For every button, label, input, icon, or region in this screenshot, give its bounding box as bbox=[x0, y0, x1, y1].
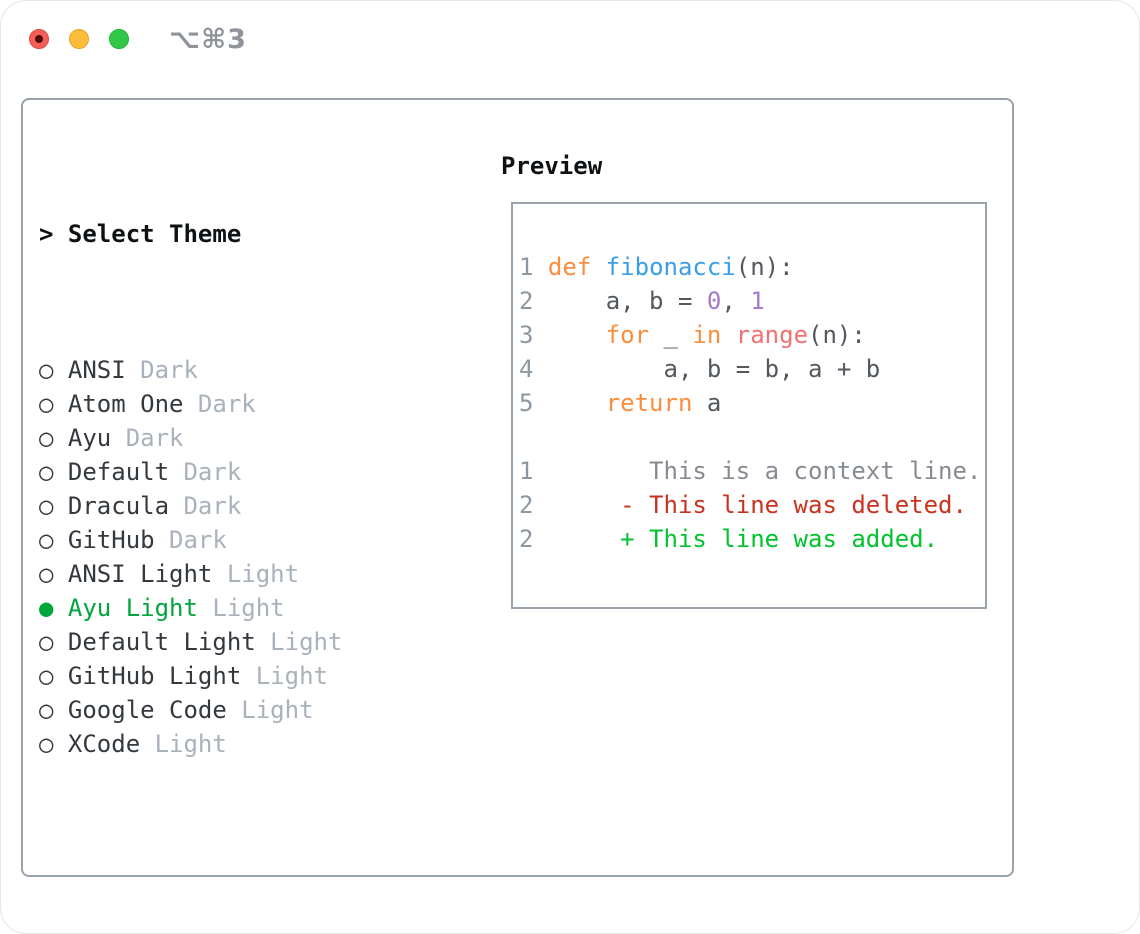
option-label: Dracula bbox=[67, 492, 170, 520]
theme-option[interactable]: ○ Ayu Dark bbox=[39, 421, 444, 455]
code-line: 5 return a bbox=[519, 389, 722, 417]
option-label: Ayu bbox=[67, 424, 112, 452]
radio-icon: ○ bbox=[39, 356, 54, 384]
option-variant-label: Dark bbox=[197, 390, 256, 418]
option-variant-label: Dark bbox=[140, 356, 198, 384]
radio-icon: ○ bbox=[39, 492, 54, 520]
theme-option[interactable]: ○ GitHub Light Light bbox=[39, 659, 444, 693]
option-label: GitHub bbox=[67, 526, 155, 554]
option-variant-label: Light bbox=[241, 696, 314, 724]
theme-option[interactable]: ○ Google Code Light bbox=[39, 693, 444, 727]
close-button[interactable] bbox=[29, 29, 49, 49]
radio-icon: ● bbox=[39, 594, 54, 622]
preview-title: Preview bbox=[501, 152, 603, 180]
theme-option[interactable]: ○ ANSI Light Light bbox=[39, 557, 444, 591]
radio-icon: ○ bbox=[39, 526, 54, 554]
radio-icon: ○ bbox=[39, 696, 54, 724]
theme-option[interactable]: ○ Default Dark bbox=[39, 455, 444, 489]
radio-icon: ○ bbox=[39, 424, 54, 452]
theme-option[interactable]: ○ Dracula Dark bbox=[39, 489, 444, 523]
blank-line bbox=[519, 420, 981, 454]
window-shortcut-label: ⌥⌘3 bbox=[169, 23, 247, 55]
theme-option[interactable]: ● Ayu Light Light bbox=[39, 591, 444, 625]
option-variant-label: Light bbox=[154, 730, 227, 758]
code-line: 1 def fibonacci(n): bbox=[519, 253, 794, 281]
select-theme-title: > Select Theme bbox=[39, 217, 444, 251]
theme-option[interactable]: ○ ANSI Dark bbox=[39, 353, 444, 387]
radio-icon: ○ bbox=[39, 628, 54, 656]
radio-icon: ○ bbox=[39, 458, 54, 486]
select-theme-title-label: Select Theme bbox=[67, 220, 242, 248]
code-line: 3 for _ in range(n): bbox=[519, 321, 866, 349]
option-label: Default bbox=[67, 458, 170, 486]
radio-icon: ○ bbox=[39, 662, 54, 690]
code-line: 2 a, b = 0, 1 bbox=[519, 287, 765, 315]
option-variant-label: Dark bbox=[183, 492, 242, 520]
option-label: Default Light bbox=[67, 628, 256, 656]
code-line: 2 + This line was added. bbox=[519, 525, 939, 553]
option-variant-label: Dark bbox=[169, 526, 227, 554]
option-variant-label: Light bbox=[212, 594, 285, 622]
option-variant-label: Dark bbox=[125, 424, 184, 452]
option-label: Ayu Light bbox=[67, 594, 198, 622]
option-label: GitHub Light bbox=[67, 662, 242, 690]
option-variant-label: Light bbox=[255, 662, 328, 690]
zoom-button[interactable] bbox=[109, 29, 129, 49]
spacer bbox=[39, 863, 444, 897]
radio-icon: ○ bbox=[39, 560, 54, 588]
option-label: Atom One bbox=[67, 390, 184, 418]
code-line: 2 - This line was deleted. bbox=[519, 491, 967, 519]
theme-option[interactable]: ○ XCode Light bbox=[39, 727, 444, 761]
radio-icon: ○ bbox=[39, 730, 54, 758]
code-line: 1 This is a context line. bbox=[519, 457, 982, 485]
focus-caret-icon: > bbox=[39, 220, 54, 248]
theme-option[interactable]: ○ Atom One Dark bbox=[39, 387, 444, 421]
unsaved-dot-icon bbox=[35, 35, 43, 43]
option-label: ANSI bbox=[67, 356, 126, 384]
option-label: Google Code bbox=[67, 696, 227, 724]
option-label: XCode bbox=[67, 730, 141, 758]
preview-box: 1 def fibonacci(n): 2 a, b = 0, 1 3 for _ … bbox=[511, 202, 987, 609]
option-variant-label: Dark bbox=[183, 458, 242, 486]
theme-option[interactable]: ○ Default Light Light bbox=[39, 625, 444, 659]
radio-icon: ○ bbox=[39, 390, 54, 418]
preview-code: 1 def fibonacci(n): 2 a, b = 0, 1 3 for _ … bbox=[519, 250, 981, 556]
code-line: 4 a, b = b, a + b bbox=[519, 355, 881, 383]
option-variant-label: Light bbox=[226, 560, 300, 588]
titlebar: ⌥⌘3 bbox=[29, 24, 247, 55]
theme-option[interactable]: ○ GitHub Dark bbox=[39, 523, 444, 557]
option-variant-label: Light bbox=[270, 628, 343, 656]
minimize-button[interactable] bbox=[69, 29, 89, 49]
option-label: ANSI Light bbox=[67, 560, 213, 588]
